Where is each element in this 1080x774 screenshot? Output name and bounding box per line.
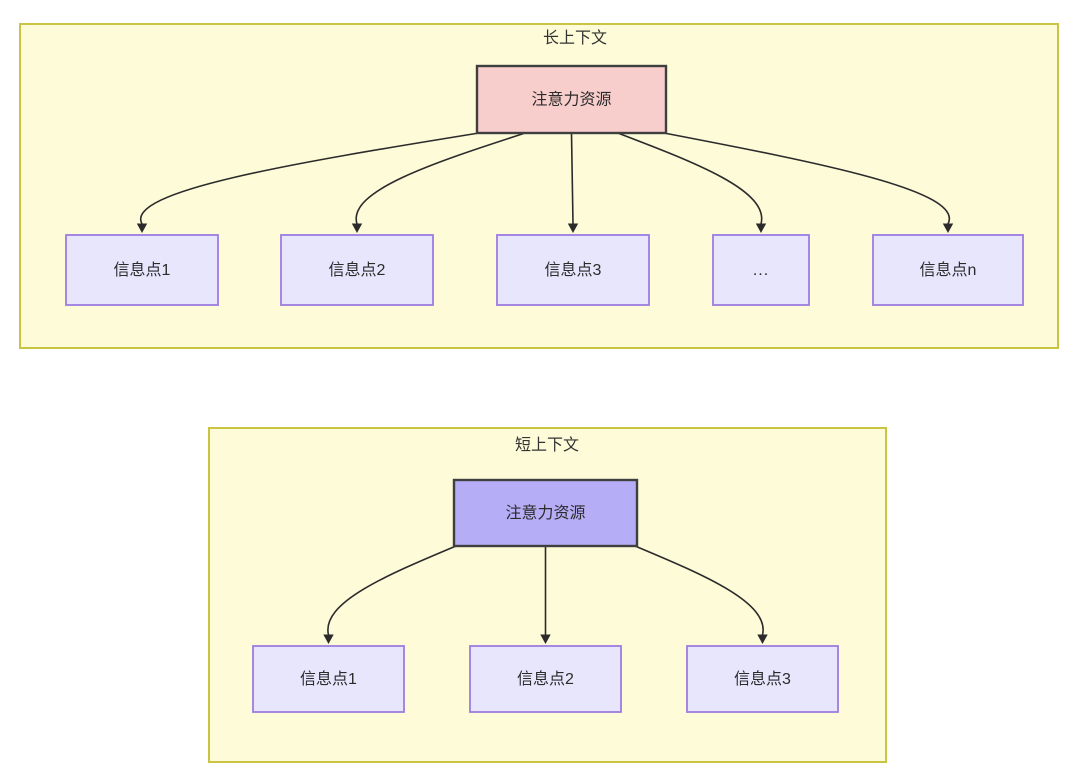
node-leaf-long-context-2[interactable] [496, 234, 650, 306]
edge-arrowhead [351, 223, 363, 233]
node-root-label-short-context: 注意力资源 [505, 503, 585, 522]
node-root-short-context[interactable] [452, 478, 639, 548]
edge-arrowhead [942, 223, 954, 233]
node-leaf-long-context-1[interactable] [280, 234, 434, 306]
node-root-label-long-context: 注意力资源 [531, 90, 611, 109]
edge-short-context-0 [327, 545, 457, 636]
node-leaf-long-context-4[interactable] [872, 234, 1024, 306]
panel-title-short-context: 短上下文 [515, 436, 579, 454]
edge-long-context-1 [355, 132, 526, 225]
node-leaf-label-short-context-0: 信息点1 [300, 670, 357, 688]
node-leaf-long-context-3[interactable] [712, 234, 810, 306]
node-leaf-short-context-2[interactable] [686, 645, 839, 713]
edge-arrowhead [136, 223, 148, 233]
node-leaf-label-long-context-1: 信息点2 [329, 261, 386, 279]
edge-arrowhead [755, 223, 767, 233]
node-leaf-label-long-context-2: 信息点3 [545, 261, 602, 279]
edge-long-context-2 [570, 132, 574, 225]
edge-arrowhead [323, 634, 334, 644]
edge-arrowhead [757, 634, 768, 644]
node-root-long-context[interactable] [475, 64, 668, 135]
edge-arrowhead [540, 634, 551, 644]
edge-long-context-4 [663, 132, 951, 225]
node-leaf-short-context-0[interactable] [252, 645, 405, 713]
edge-short-context-2 [634, 545, 764, 636]
node-leaf-short-context-1[interactable] [469, 645, 622, 713]
node-leaf-label-long-context-0: 信息点1 [114, 261, 171, 279]
node-leaf-label-short-context-2: 信息点3 [734, 670, 791, 688]
edge-long-context-3 [617, 132, 763, 225]
node-leaf-label-long-context-4: 信息点n [920, 261, 977, 279]
edge-long-context-0 [139, 132, 480, 225]
panel-title-long-context: 长上下文 [543, 29, 607, 47]
node-leaf-label-long-context-3: ... [753, 262, 769, 279]
node-leaf-long-context-0[interactable] [65, 234, 219, 306]
edge-arrowhead [567, 223, 579, 233]
node-leaf-label-short-context-1: 信息点2 [517, 670, 574, 688]
